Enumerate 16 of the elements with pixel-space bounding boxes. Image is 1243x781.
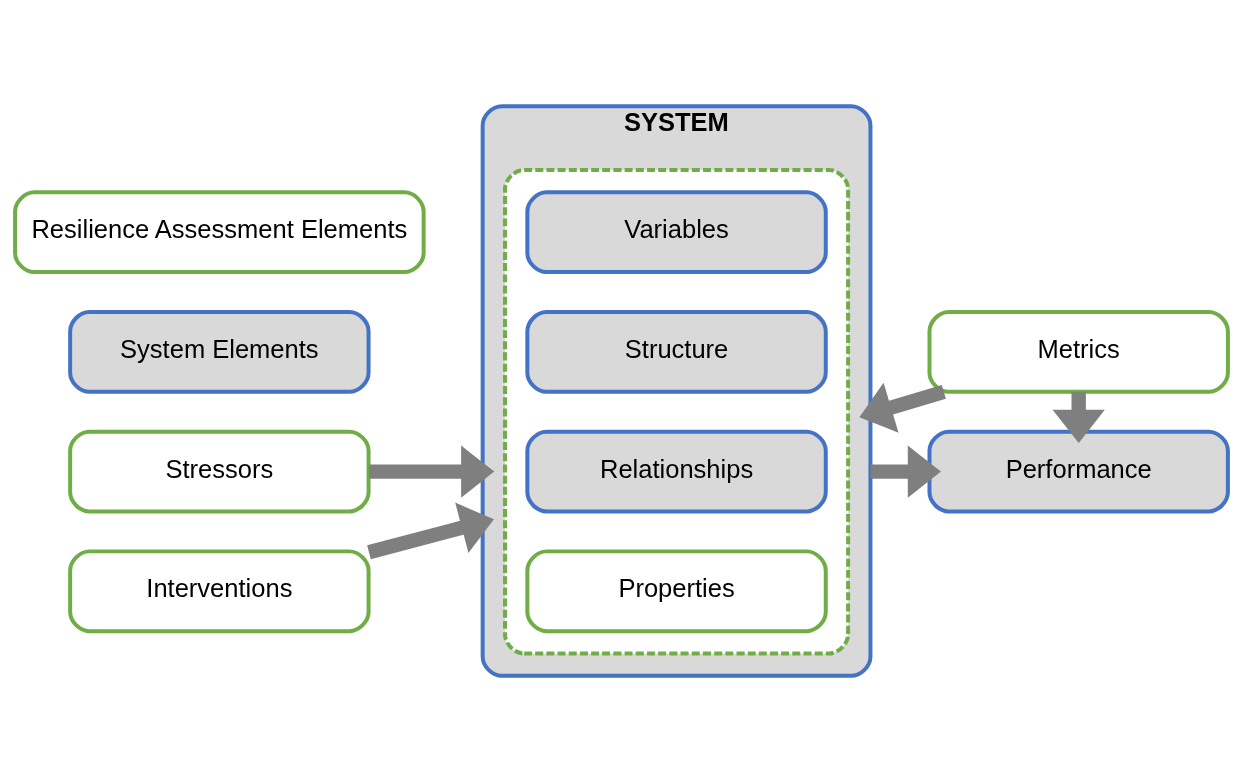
node-box: Resilience Assessment Elements	[13, 189, 426, 274]
arrow	[369, 444, 495, 498]
node-box: Performance	[927, 429, 1230, 513]
arrow	[367, 502, 494, 559]
arrow	[1052, 391, 1105, 443]
node-box: System Elements	[68, 309, 371, 394]
node-box: Structure	[525, 309, 828, 394]
arrow	[870, 444, 941, 498]
cluster	[503, 167, 851, 655]
node-box: Relationships	[525, 429, 828, 513]
arrow	[859, 382, 946, 433]
node-box: Variables	[525, 189, 828, 274]
node-box: Metrics	[927, 309, 1230, 394]
node-box: Stressors	[68, 429, 371, 513]
node-box: Interventions	[68, 548, 371, 633]
node-box: Properties	[525, 548, 828, 633]
